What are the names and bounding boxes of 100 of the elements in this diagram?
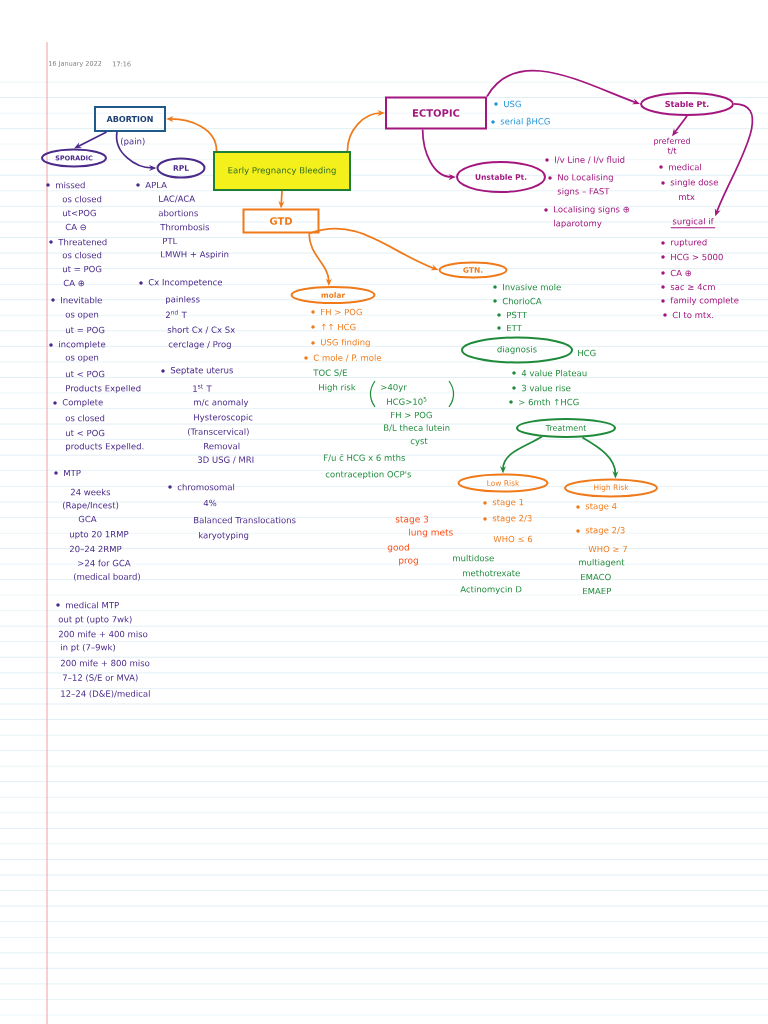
note-text: C mole / P. mole <box>313 354 382 362</box>
note-text: 4 value Plateau <box>521 369 587 377</box>
note-text: 24 weeks <box>70 488 111 496</box>
note-text: Complete <box>62 398 103 408</box>
note-text: Products Expelled <box>66 384 141 394</box>
note-text: karyotyping <box>199 531 249 541</box>
note-text: HCG > 5000 <box>671 253 723 261</box>
note-text: Cx Incompetence <box>148 278 223 288</box>
note-text: 12–24 (D&E)/medical <box>61 690 150 698</box>
topic-box: ABORTION <box>94 106 166 132</box>
note-text: lung mets <box>409 528 453 538</box>
note-text: Localising signs ⊕ <box>554 205 630 215</box>
note-text: os closed <box>65 414 105 422</box>
note-text: HCG>10$^{5}$ <box>387 397 427 405</box>
note-text: signs – FAST <box>557 187 610 197</box>
note-text: >40yr <box>381 383 407 393</box>
note-text: stage 2/3 <box>492 514 532 524</box>
note-text: multidose <box>453 554 494 562</box>
note-text: ChorioCA <box>502 297 542 305</box>
note-text: laparotomy <box>554 219 602 229</box>
note-text: missed <box>56 181 85 189</box>
note-text: WHO ≤ 6 <box>493 535 533 543</box>
note-text: WHO ≥ 7 <box>588 545 627 553</box>
note-text: good <box>387 543 409 553</box>
note-text: in pt (7–9wk) <box>61 643 116 653</box>
note-text: (Rape/Incest) <box>63 501 119 511</box>
arrow <box>74 131 108 149</box>
note-text: products Expelled. <box>66 442 144 452</box>
note-text: PSTT <box>507 311 528 319</box>
note-text: stage 2/3 <box>585 526 625 536</box>
note-text: Invasive mole <box>503 283 561 291</box>
note-text: LAC/ACA <box>159 195 196 203</box>
note-text: CA ⊖ <box>65 223 87 231</box>
note-text: High risk <box>319 383 356 393</box>
note-text: CA ⊕ <box>670 269 692 277</box>
note-text: LMWH + Aspirin <box>161 250 229 260</box>
note-text: incomplete <box>59 340 106 350</box>
note-heading: preferred t/t <box>654 137 690 155</box>
subtopic-oval: Stable Pt. <box>640 92 734 116</box>
note-text: CA ⊕ <box>63 279 85 287</box>
note-text: os closed <box>62 195 102 203</box>
note-text: mtx <box>679 194 695 200</box>
note-text: stage 1 <box>492 499 524 507</box>
note-text: ETT <box>507 324 522 332</box>
note-text: F/u c̄ HCG x 6 mths <box>324 454 405 462</box>
note-text: ut = POG <box>63 265 102 273</box>
note-text: contraception OCP's <box>325 470 411 480</box>
note-text: 4% <box>203 499 217 507</box>
note-text: os open <box>65 355 99 363</box>
note-text: >24 for GCA <box>78 559 131 567</box>
note-text: CI to mtx. <box>672 311 714 319</box>
topic-box: ECTOPIC <box>385 96 487 130</box>
note-text: chromosomal <box>177 483 235 491</box>
note-text: ruptured <box>671 238 707 248</box>
note-text: FH > POG <box>391 411 432 419</box>
underlined-heading: surgical if <box>670 217 716 229</box>
note-text: medical MTP <box>66 601 119 609</box>
note-text: stage 3 <box>395 515 429 525</box>
note-text: methotrexate <box>463 569 520 577</box>
note-text: 3 value rise <box>521 384 571 392</box>
note-text: USG finding <box>321 338 370 348</box>
note-text: Balanced Translocations <box>194 516 296 524</box>
note-text: medical <box>669 163 701 171</box>
note-text: stage 4 <box>585 503 617 511</box>
note-text: ut < POG <box>66 429 105 437</box>
note-text: cyst <box>410 438 428 446</box>
note-text: 200 mife + 800 miso <box>60 659 150 667</box>
note-text: (medical board) <box>74 573 140 581</box>
note-text: m/c anomaly <box>194 398 249 408</box>
note-text: Removal <box>204 442 240 450</box>
note-text: 2$^{nd}$ T <box>165 310 187 318</box>
note-text: ut < POG <box>66 370 105 378</box>
note-text: Thrombosis <box>160 223 210 231</box>
note-text: EMACO <box>581 573 611 581</box>
note-text: HCG <box>578 349 596 357</box>
note-text: GCA <box>78 515 97 523</box>
note-text: PTL <box>163 237 178 245</box>
note-text: 3D USG / MRI <box>197 456 254 464</box>
arrow <box>486 69 640 105</box>
note-text: FH > POG <box>321 308 362 316</box>
note-text: > 6mth ↑HCG <box>519 398 579 406</box>
title-box: Early Pregnancy Bleeding <box>213 151 351 191</box>
note-text: ↑↑ HCG <box>322 323 356 331</box>
note-text: os closed <box>62 251 102 259</box>
note-text: Inevitable <box>61 296 102 304</box>
note-text: single dose <box>670 178 718 188</box>
note-text: APLA <box>145 181 167 189</box>
note-text: out pt (upto 7wk) <box>58 615 132 625</box>
note-text: abortions <box>158 209 198 217</box>
note-text: 20–24 2RMP <box>69 545 122 553</box>
note-text: cerclage / Prog <box>168 340 231 350</box>
note-text: family complete <box>670 296 739 306</box>
note-text: ut = POG <box>66 326 105 334</box>
note-text: I/v Line / I/v fluid <box>555 156 625 164</box>
topic-box: GTD <box>242 208 320 234</box>
note-text: EMAEP <box>583 587 612 595</box>
note-text: sac ≥ 4cm <box>670 283 715 291</box>
note-text: 7–12 (S/E or MVA) <box>62 674 138 682</box>
note-text: Threatened <box>58 238 107 246</box>
note-text: TOC S/E <box>313 369 347 377</box>
